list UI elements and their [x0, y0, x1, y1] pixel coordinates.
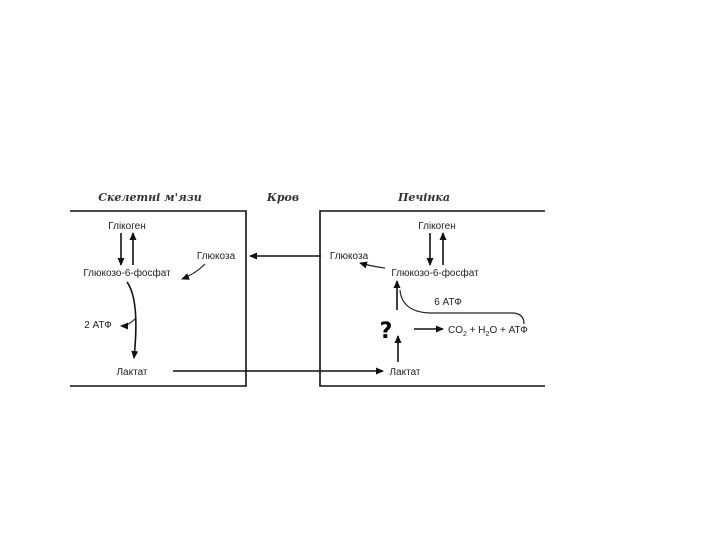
muscle-glucose-label: Глюкоза — [197, 251, 236, 262]
muscle-compartment-box — [70, 210, 247, 387]
liver-compartment-box — [319, 210, 545, 387]
muscle-atp-arrow — [120, 317, 137, 330]
muscle-glycogen-label: Глікоген — [108, 221, 145, 232]
liver-glycogen-label: Глікоген — [418, 221, 455, 232]
liver-glucose-label: Глюкоза — [330, 251, 369, 262]
liver-g6p-label: Глюкозо-6-фосфат — [391, 267, 479, 279]
liver-g6p-to-glucose-arrow — [359, 261, 386, 269]
liver-atp-label: 6 АТФ — [434, 297, 462, 308]
header-blood: Кров — [266, 191, 299, 204]
liver-atp-supply-bracket — [399, 289, 525, 325]
muscle-glycolysis-arrow — [126, 281, 139, 359]
header-liver: Печінка — [397, 191, 450, 204]
muscle-glucose-to-g6p-arrow — [181, 263, 206, 280]
liver-lactate-label: Лактат — [389, 367, 420, 378]
muscle-atp-label: 2 АТФ — [84, 320, 112, 331]
muscle-lactate-label: Лактат — [116, 367, 147, 378]
muscle-g6p-label: Глюкозо-6-фосфат — [83, 267, 171, 279]
liver-oxidation-products: CO2 + H2O + АТФ — [448, 325, 528, 338]
header-skeletal-muscle: Скелетні м'язи — [98, 191, 202, 204]
liver-question-mark: ? — [380, 319, 393, 344]
